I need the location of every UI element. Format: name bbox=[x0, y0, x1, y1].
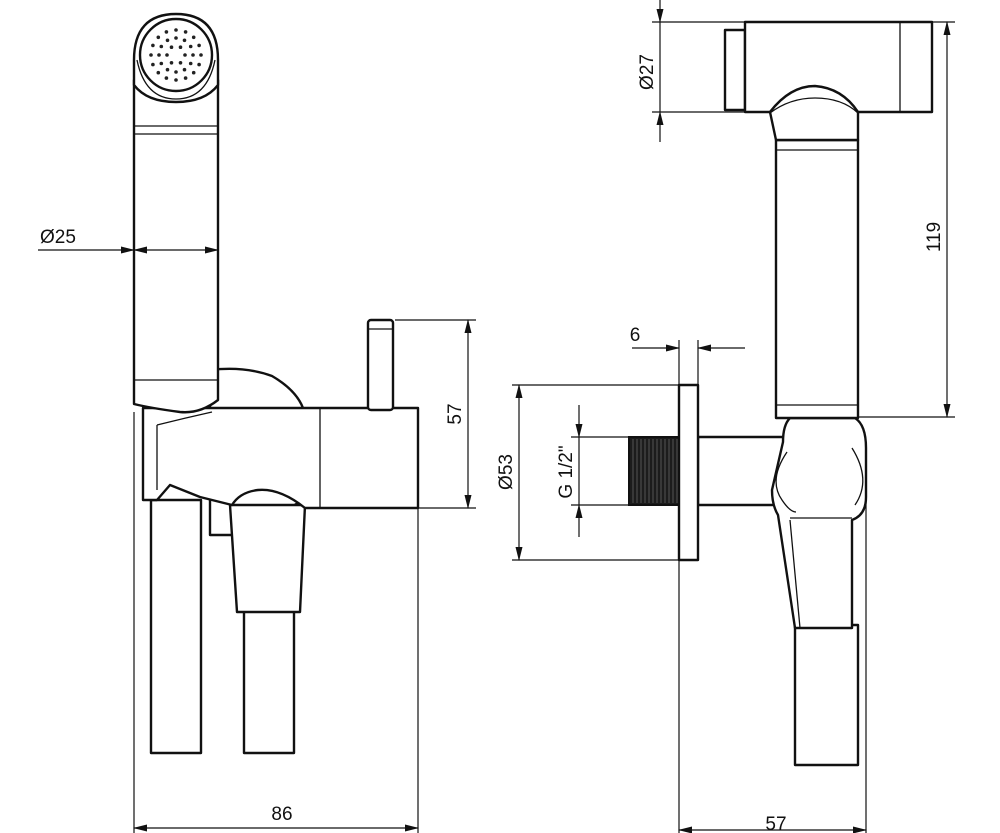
nozzle-hole bbox=[182, 38, 187, 43]
hose-diameter-label: Ø25 bbox=[40, 227, 76, 248]
nozzle-hole bbox=[165, 38, 170, 43]
dim-side-depth: 57 bbox=[678, 470, 867, 833]
valve-body bbox=[141, 406, 420, 510]
nozzle-hole bbox=[169, 45, 174, 49]
nozzle-hole bbox=[157, 53, 161, 57]
flange-thickness-label: 6 bbox=[630, 325, 641, 346]
nozzle-hole bbox=[169, 61, 174, 65]
nozzle-hole bbox=[197, 62, 201, 67]
nozzle-hole bbox=[199, 53, 203, 57]
nozzle-hole bbox=[182, 67, 187, 72]
nozzle-hole bbox=[178, 61, 183, 65]
nozzle-hole bbox=[174, 28, 178, 32]
side-depth-label: 57 bbox=[765, 814, 786, 833]
nozzle-hole bbox=[188, 44, 193, 49]
nozzle-hole bbox=[159, 44, 164, 49]
dim-valve-height: 57 bbox=[395, 319, 476, 509]
nozzle-hole bbox=[174, 78, 178, 82]
spray-head bbox=[132, 12, 220, 104]
thread-label: G 1/2" bbox=[556, 445, 577, 498]
head-diameter-label: Ø27 bbox=[637, 54, 658, 90]
total-height-label: 119 bbox=[924, 222, 945, 252]
side-view: Ø27 119 6 Ø53 bbox=[496, 0, 955, 833]
nozzle-hole bbox=[159, 61, 164, 66]
wall-flange bbox=[677, 383, 700, 562]
flange-diameter-label: Ø53 bbox=[496, 454, 517, 490]
side-holder bbox=[770, 416, 868, 630]
hose bbox=[149, 498, 296, 755]
dim-front-width: 86 bbox=[133, 412, 419, 833]
nozzle-hole bbox=[191, 53, 195, 57]
front-view: Ø25 57 86 bbox=[38, 12, 476, 833]
nozzle-hole bbox=[188, 61, 193, 66]
handshower-handle bbox=[132, 78, 220, 414]
nozzle-hole bbox=[174, 36, 178, 40]
side-handle bbox=[774, 138, 860, 420]
nozzle-hole bbox=[178, 45, 183, 49]
dim-flange-thickness: 6 bbox=[630, 325, 745, 385]
nozzle-hole bbox=[191, 70, 196, 75]
nozzle-hole bbox=[165, 67, 170, 72]
valve-height-label: 57 bbox=[445, 403, 466, 424]
dim-thread: G 1/2" bbox=[556, 405, 629, 537]
nozzle-hole bbox=[151, 62, 155, 67]
nozzle-hole bbox=[183, 30, 188, 34]
nozzle-hole bbox=[164, 76, 169, 80]
nozzle-hole bbox=[174, 70, 178, 74]
nozzle-hole bbox=[183, 76, 188, 80]
side-hose bbox=[793, 623, 860, 767]
hose-connector bbox=[228, 503, 307, 614]
nozzle-pattern bbox=[149, 28, 203, 82]
valve-knob bbox=[366, 318, 395, 412]
nozzle-hole bbox=[165, 53, 169, 57]
nozzle-hole bbox=[156, 70, 161, 75]
dim-total-height: 119 bbox=[858, 21, 955, 418]
dim-flange-diameter: Ø53 bbox=[496, 384, 679, 561]
nozzle-hole bbox=[151, 43, 155, 48]
nozzle-hole bbox=[149, 53, 153, 57]
side-head bbox=[723, 20, 934, 142]
front-width-label: 86 bbox=[271, 804, 292, 825]
nozzle-hole bbox=[197, 43, 201, 48]
nozzle-hole bbox=[183, 53, 187, 57]
dim-head-diameter: Ø27 bbox=[637, 0, 745, 142]
dim-hose-diameter: Ø25 bbox=[38, 227, 219, 254]
nozzle-hole bbox=[156, 35, 161, 40]
nozzle-hole bbox=[191, 35, 196, 40]
nozzle-hole bbox=[164, 30, 169, 34]
